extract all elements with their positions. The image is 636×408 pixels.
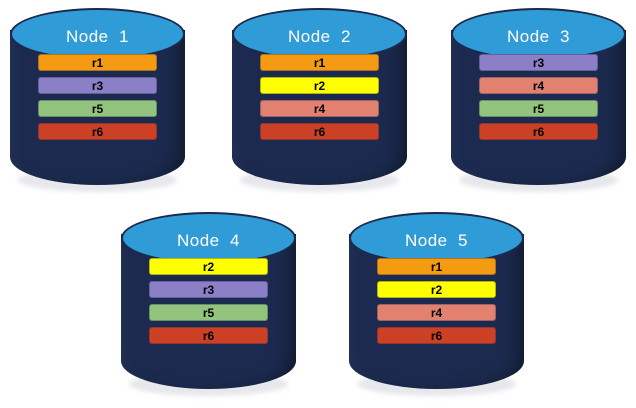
node-top-disc: Node 5 bbox=[349, 212, 524, 264]
replica-bar[interactable]: r2 bbox=[377, 281, 496, 298]
replica-bar[interactable]: r3 bbox=[38, 77, 157, 94]
replica-bar[interactable]: r5 bbox=[38, 100, 157, 117]
replica-bar[interactable]: r4 bbox=[377, 304, 496, 321]
replica-bar[interactable]: r5 bbox=[149, 304, 268, 321]
node-label: Node 3 bbox=[506, 27, 571, 46]
replica-stack: r3 r4 r5 r6 bbox=[479, 54, 598, 140]
replica-stack: r1 r3 r5 r6 bbox=[38, 54, 157, 140]
replica-bar[interactable]: r6 bbox=[479, 123, 598, 140]
replica-stack: r2 r3 r5 r6 bbox=[149, 258, 268, 344]
node-label: Node 1 bbox=[65, 27, 130, 46]
replica-bar[interactable]: r3 bbox=[149, 281, 268, 298]
replica-stack: r1 r2 r4 r6 bbox=[260, 54, 379, 140]
node-top-disc: Node 3 bbox=[451, 8, 626, 60]
replica-bar[interactable]: r4 bbox=[260, 100, 379, 117]
replica-bar[interactable]: r1 bbox=[38, 54, 157, 71]
replica-bar[interactable]: r3 bbox=[479, 54, 598, 71]
node-cylinder-2[interactable]: Node 2 r1 r2 r4 r6 bbox=[232, 8, 407, 192]
node-cylinder-5[interactable]: Node 5 r1 r2 r4 r6 bbox=[349, 212, 524, 396]
node-label: Node 2 bbox=[287, 27, 352, 46]
node-label: Node 4 bbox=[176, 231, 241, 250]
replica-stack: r1 r2 r4 r6 bbox=[377, 258, 496, 344]
replica-bar[interactable]: r1 bbox=[377, 258, 496, 275]
replica-bar[interactable]: r6 bbox=[377, 327, 496, 344]
node-cylinder-1[interactable]: Node 1 r1 r3 r5 r6 bbox=[10, 8, 185, 192]
node-cylinder-4[interactable]: Node 4 r2 r3 r5 r6 bbox=[121, 212, 296, 396]
replica-bar[interactable]: r6 bbox=[260, 123, 379, 140]
node-top-disc: Node 2 bbox=[232, 8, 407, 60]
replica-bar[interactable]: r2 bbox=[260, 77, 379, 94]
replica-bar[interactable]: r1 bbox=[260, 54, 379, 71]
replica-bar[interactable]: r4 bbox=[479, 77, 598, 94]
replica-bar[interactable]: r6 bbox=[38, 123, 157, 140]
node-top-disc: Node 4 bbox=[121, 212, 296, 264]
replica-bar[interactable]: r2 bbox=[149, 258, 268, 275]
replica-bar[interactable]: r5 bbox=[479, 100, 598, 117]
node-label: Node 5 bbox=[404, 231, 469, 250]
node-cylinder-3[interactable]: Node 3 r3 r4 r5 r6 bbox=[451, 8, 626, 192]
replica-bar[interactable]: r6 bbox=[149, 327, 268, 344]
node-top-disc: Node 1 bbox=[10, 8, 185, 60]
